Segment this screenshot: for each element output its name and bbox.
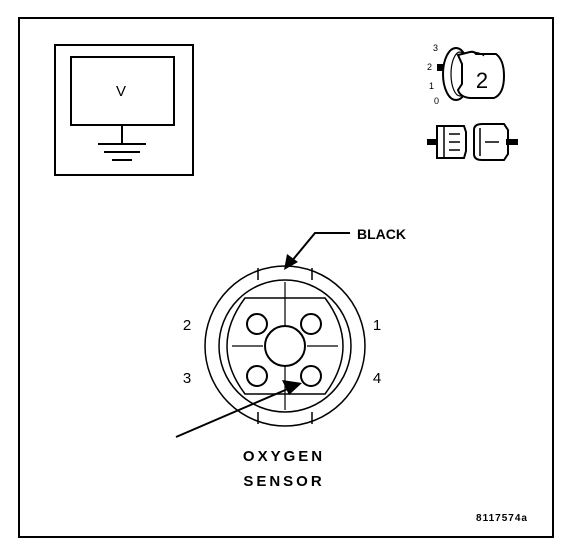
key-position-2: 2 — [427, 62, 432, 72]
component-name-line1: OXYGEN — [243, 448, 325, 465]
key-position-1: 1 — [429, 81, 434, 91]
voltmeter-icon: V — [54, 44, 194, 176]
key-position-3: 3 — [433, 43, 438, 53]
connector-color-label: BLACK — [357, 226, 406, 242]
pin-label-4: 4 — [373, 370, 381, 387]
color-callout: BLACK — [284, 226, 406, 270]
pin-label-3: 3 — [183, 370, 191, 387]
oxygen-sensor-connector — [204, 265, 366, 427]
key-position-0: 0 — [434, 96, 439, 106]
pointer-arrow — [175, 380, 302, 438]
ignition-key-icon: 3 2 1 0 2 — [427, 43, 506, 106]
connector-icon — [427, 123, 518, 161]
pin-label-1: 1 — [373, 317, 381, 334]
voltmeter-symbol: V — [116, 83, 126, 100]
pin-label-2: 2 — [183, 317, 191, 334]
figure-id: 8117574a — [476, 513, 528, 524]
diagram-border — [18, 17, 554, 538]
component-name-line2: SENSOR — [243, 473, 324, 490]
key-number: 2 — [476, 68, 488, 93]
